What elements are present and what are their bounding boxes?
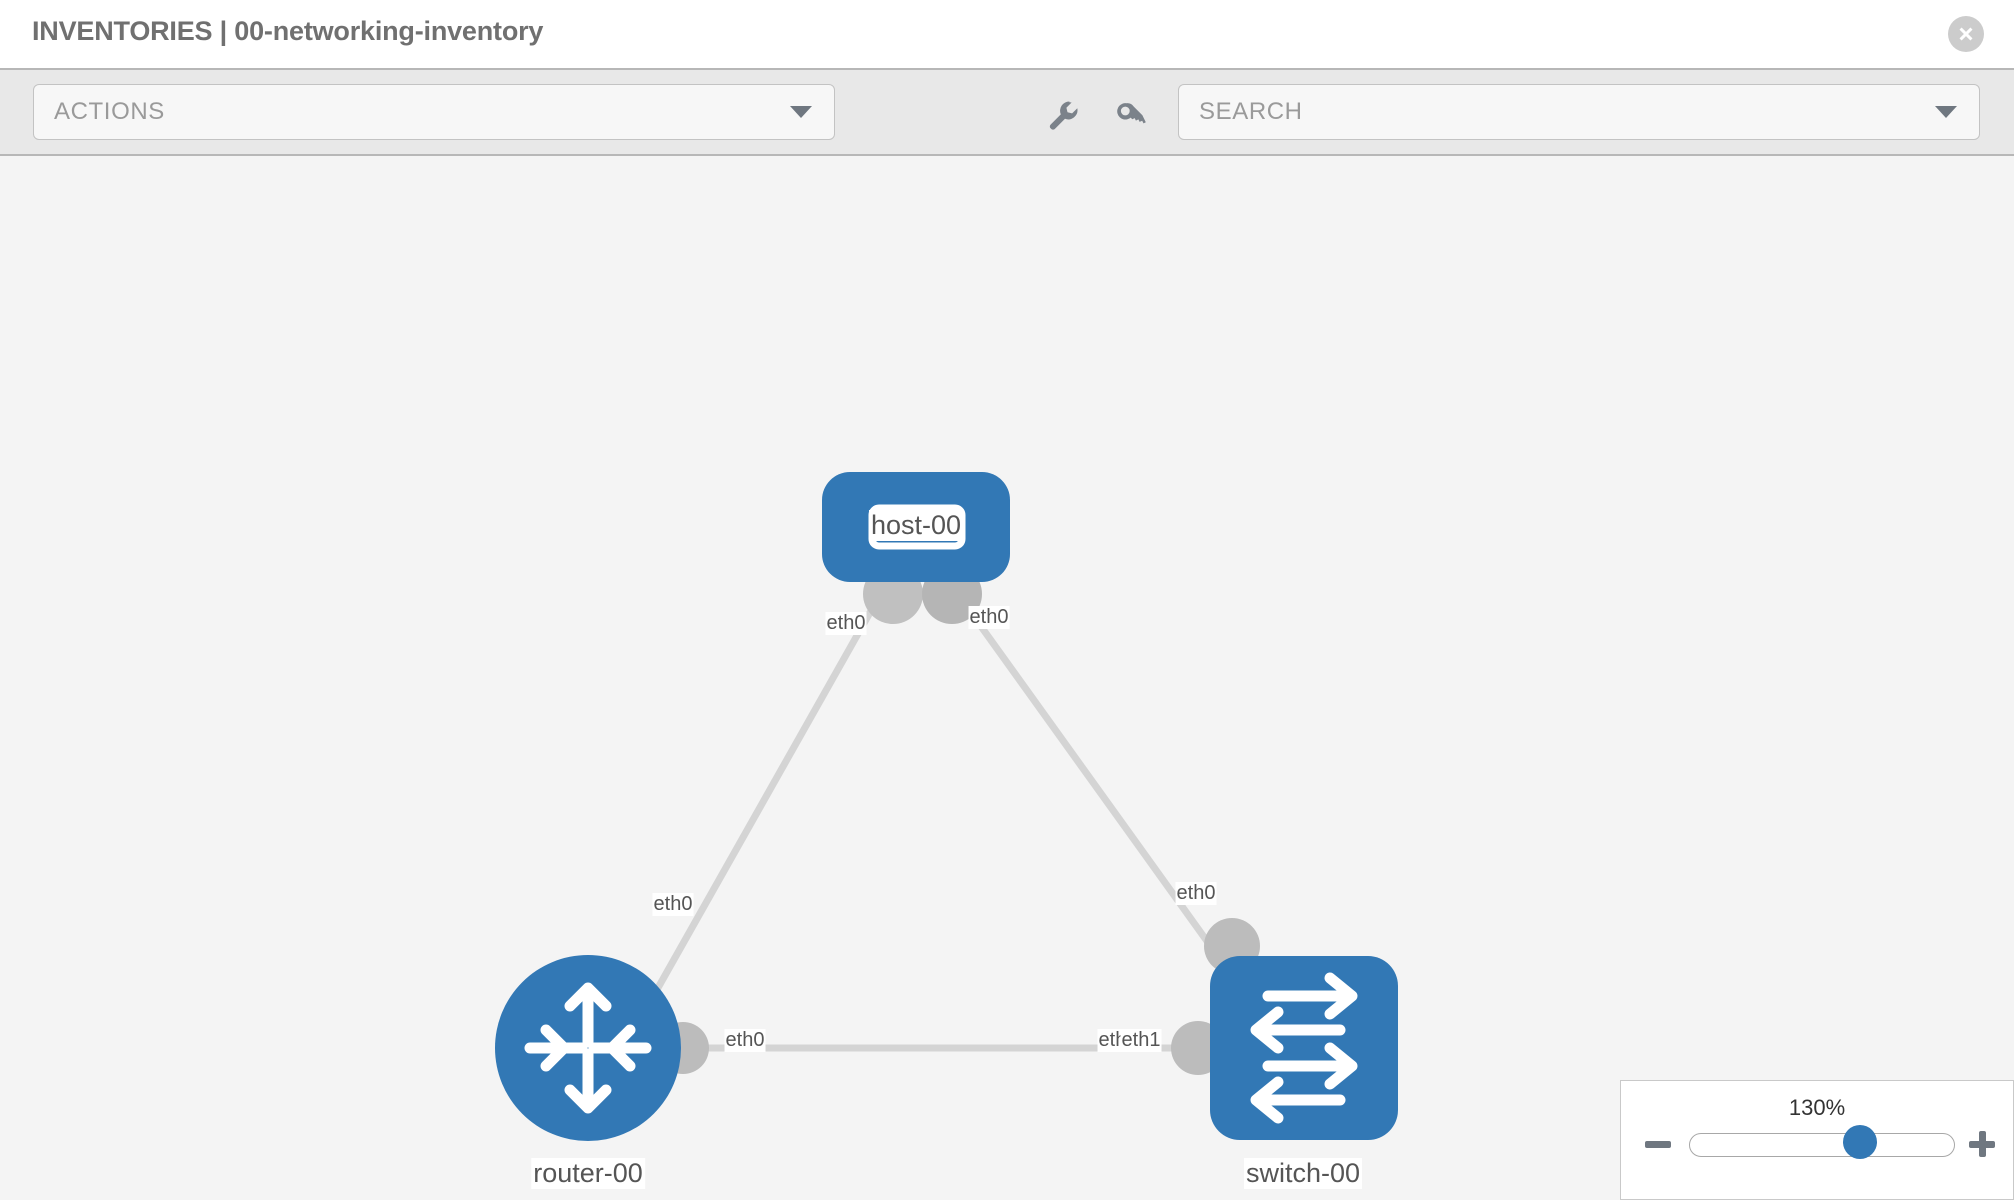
interface-label: eth0: [1175, 882, 1217, 905]
interface-label: eth0: [724, 1029, 766, 1052]
interface-label: eth0: [968, 606, 1010, 629]
interface-label: eth0: [652, 893, 694, 916]
topology-graph: [495, 472, 1398, 1141]
topology-connectors: [657, 564, 1260, 1075]
page-header: INVENTORIES | 00-networking-inventory: [0, 0, 2014, 70]
topology-links: [646, 583, 1235, 1052]
zoom-in-button[interactable]: [1967, 1129, 1997, 1159]
actions-dropdown-label: ACTIONS: [54, 98, 165, 125]
link-host-switch[interactable]: [949, 583, 1235, 979]
toolbar: ACTIONS SEARCH: [0, 70, 2014, 156]
zoom-level-value: 130%: [1788, 1095, 1846, 1120]
link-router-host[interactable]: [646, 584, 889, 1004]
topology-canvas[interactable]: host-00 router-00 switch-00 eth0 eth0 et…: [0, 156, 2014, 1200]
node-router-00[interactable]: [495, 955, 681, 1141]
chevron-down-icon: [1935, 106, 1957, 118]
interface-label: eth1: [1120, 1029, 1162, 1052]
zoom-out-button[interactable]: [1643, 1129, 1673, 1159]
wrench-icon[interactable]: [1046, 98, 1080, 132]
node-switch-00[interactable]: [1210, 956, 1398, 1140]
node-label-switch-00: switch-00: [1243, 1158, 1363, 1189]
zoom-slider-track[interactable]: [1689, 1133, 1955, 1157]
key-icon[interactable]: [1114, 98, 1148, 132]
node-label-host-00: host-00: [868, 510, 964, 541]
close-icon[interactable]: [1948, 16, 1984, 52]
chevron-down-icon: [790, 106, 812, 118]
search-placeholder: SEARCH: [1199, 98, 1303, 125]
node-label-router-00: router-00: [531, 1158, 645, 1189]
interface-label: eth0: [825, 612, 867, 635]
zoom-slider-thumb[interactable]: [1843, 1125, 1877, 1159]
zoom-control-panel: 130%: [1620, 1080, 2014, 1200]
actions-dropdown[interactable]: ACTIONS: [33, 84, 835, 140]
page-title: INVENTORIES | 00-networking-inventory: [32, 16, 544, 46]
search-input[interactable]: SEARCH: [1178, 84, 1980, 140]
